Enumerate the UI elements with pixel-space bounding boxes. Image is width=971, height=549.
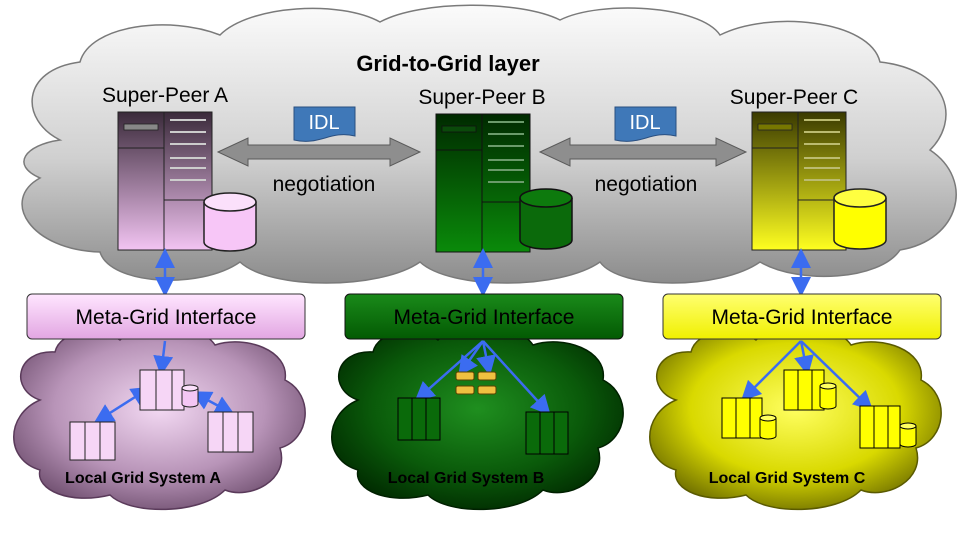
meta-grid-interface-a: Meta-Grid Interface [26,293,306,340]
idl-document-icon-2: IDL [614,106,677,142]
negotiation-label-b-c: negotiation [595,173,698,196]
negotiation-arrow-b-c [538,137,748,167]
super-peer-a-label: Super-Peer A [102,84,228,107]
super-peer-b-server-icon [435,113,531,253]
local-grid-system-c-label: Local Grid System C [709,470,866,487]
link-c-right [800,340,874,411]
local-b-server-cluster-left-icon [397,397,441,441]
local-grid-system-b-label: Local Grid System B [388,470,545,487]
layer-title: Grid-to-Grid layer [356,51,540,76]
local-grid-system-a-label: Local Grid System A [65,470,221,487]
idl-label-1: IDL [308,112,339,134]
link-b-left [414,340,484,402]
meta-grid-interface-c: Meta-Grid Interface [662,293,942,340]
link-c-left [740,340,802,402]
link-a-left [93,386,152,424]
super-peer-c-server-icon [751,111,847,251]
link-a-top [153,340,174,376]
link-a-right [191,391,235,415]
local-b-storage-icon [455,371,497,395]
super-peer-b-label: Super-Peer B [418,86,545,109]
local-a-server-cluster-center-icon [139,369,199,411]
link-b-db2 [476,340,496,376]
local-c-server-cluster-right-icon [859,405,917,449]
super-peer-a-database-icon [203,192,257,252]
idl-label-2: IDL [629,112,660,134]
negotiation-label-a-b: negotiation [273,173,376,196]
super-peer-c-label: Super-Peer C [730,86,858,109]
local-a-server-cluster-right-icon [207,411,254,453]
meta-grid-interface-a-label: Meta-Grid Interface [76,306,257,329]
local-c-server-cluster-left-icon [721,397,777,440]
local-c-server-cluster-center-icon [783,369,837,411]
link-b-right [482,340,551,416]
meta-grid-interface-b: Meta-Grid Interface [344,293,624,340]
link-b-db1 [458,340,485,377]
meta-grid-interface-b-label: Meta-Grid Interface [394,306,575,329]
idl-document-icon-1: IDL [293,106,356,142]
local-a-server-cluster-left-icon [69,421,116,461]
meta-grid-interface-c-label: Meta-Grid Interface [712,306,893,329]
local-b-server-cluster-right-icon [525,411,569,455]
super-peer-c-database-icon [833,188,887,250]
negotiation-arrow-a-b [216,137,422,167]
link-c-center [794,340,814,376]
super-peer-b-database-icon [519,188,573,250]
super-peer-a-server-icon [117,111,213,251]
